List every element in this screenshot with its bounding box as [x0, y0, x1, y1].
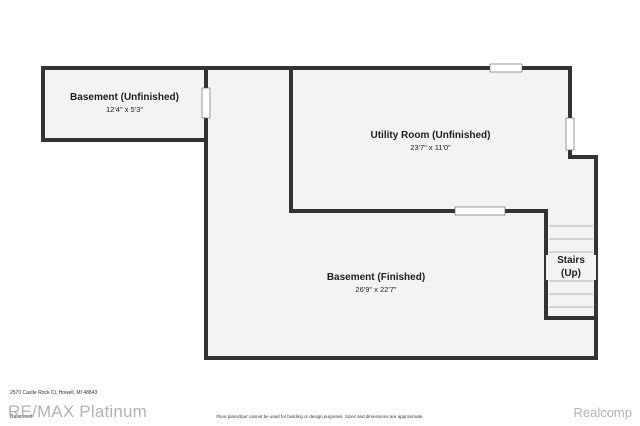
stair-treads — [549, 225, 593, 308]
room-label-utility-room: Utility Room (Unfinished) 23'7" x 11'0" — [291, 130, 570, 152]
watermark-brokerage: RE/MAX Platinum — [8, 402, 148, 421]
room-name: Stairs — [557, 255, 585, 266]
room-dimensions: 26'9" x 22'7" — [355, 284, 397, 294]
room-dimensions: 12'4" x 5'3" — [106, 104, 143, 114]
window-opening — [565, 117, 575, 151]
room-label-basement-finished: Basement (Finished) 26'9" x 22'7" — [206, 272, 546, 294]
floor-level-label: Basement — [10, 414, 33, 420]
disclaimer-text: Floor plans/tour cannot be used for buil… — [216, 414, 424, 419]
stairs-wall — [544, 209, 598, 320]
room-label-basement-unfinished: Basement (Unfinished) 12'4" x 5'3" — [43, 92, 206, 114]
room-name: Basement (Unfinished) — [70, 92, 179, 103]
room-name: Utility Room (Unfinished) — [370, 130, 491, 141]
doorway-opening — [454, 206, 506, 216]
outer-wall — [204, 66, 598, 360]
stairs-direction: (Up) — [561, 267, 581, 279]
room-name: Basement (Finished) — [326, 272, 426, 283]
property-address: 2570 Castle Rock Ct, Howell, MI 48843 — [10, 390, 98, 396]
floor-fill — [43, 68, 206, 140]
doorway-opening — [201, 87, 211, 119]
window-opening — [489, 63, 523, 73]
watermark-mls: Realcomp — [573, 405, 632, 420]
room-dimensions: 23'7" x 11'0" — [410, 142, 451, 152]
room-label-stairs: Stairs (Up) — [546, 255, 596, 280]
